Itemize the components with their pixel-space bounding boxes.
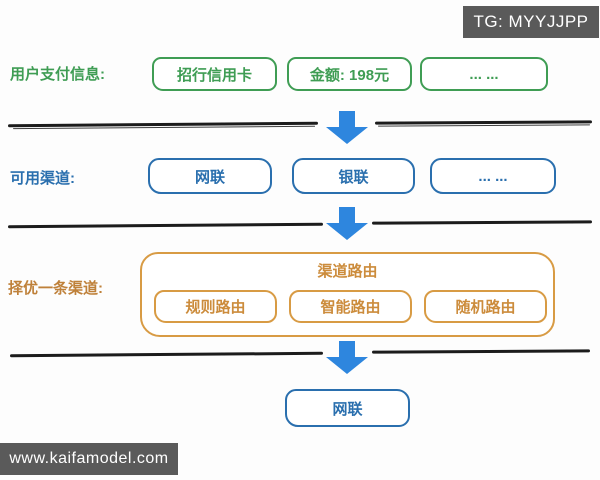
- routing-group-title: 渠道路由: [317, 263, 378, 280]
- node-amount: 金额: 198元: [287, 57, 412, 91]
- down-arrow-icon: [326, 207, 368, 240]
- down-arrow-icon: [326, 111, 368, 144]
- node-netsunion: 网联: [148, 158, 272, 194]
- divider-line: [371, 349, 591, 354]
- divider-line: [9, 351, 324, 357]
- site-watermark-badge: www.kaifamodel.com: [0, 443, 178, 475]
- node-payment-ellipsis: ... ...: [420, 57, 548, 91]
- choose-channel-label: 择优一条渠道:: [8, 280, 103, 297]
- divider-line: [7, 222, 324, 228]
- node-random-routing: 随机路由: [424, 290, 547, 323]
- node-channel-ellipsis: ... ...: [430, 158, 556, 194]
- divider-line: [7, 121, 319, 127]
- tg-watermark-badge: TG: MYYJJPP: [463, 6, 599, 38]
- available-channels-label: 可用渠道:: [10, 170, 75, 187]
- node-selected-netsunion: 网联: [285, 389, 410, 427]
- node-smart-routing: 智能路由: [289, 290, 412, 323]
- routing-group-container: 渠道路由 规则路由 智能路由 随机路由: [140, 252, 555, 337]
- divider-line: [374, 120, 593, 125]
- divider-line: [371, 220, 593, 225]
- down-arrow-icon: [326, 341, 368, 374]
- node-cmb-credit-card: 招行信用卡: [152, 57, 277, 91]
- payment-info-label: 用户支付信息:: [10, 66, 105, 83]
- node-rule-routing: 规则路由: [154, 290, 277, 323]
- node-unionpay: 银联: [292, 158, 415, 194]
